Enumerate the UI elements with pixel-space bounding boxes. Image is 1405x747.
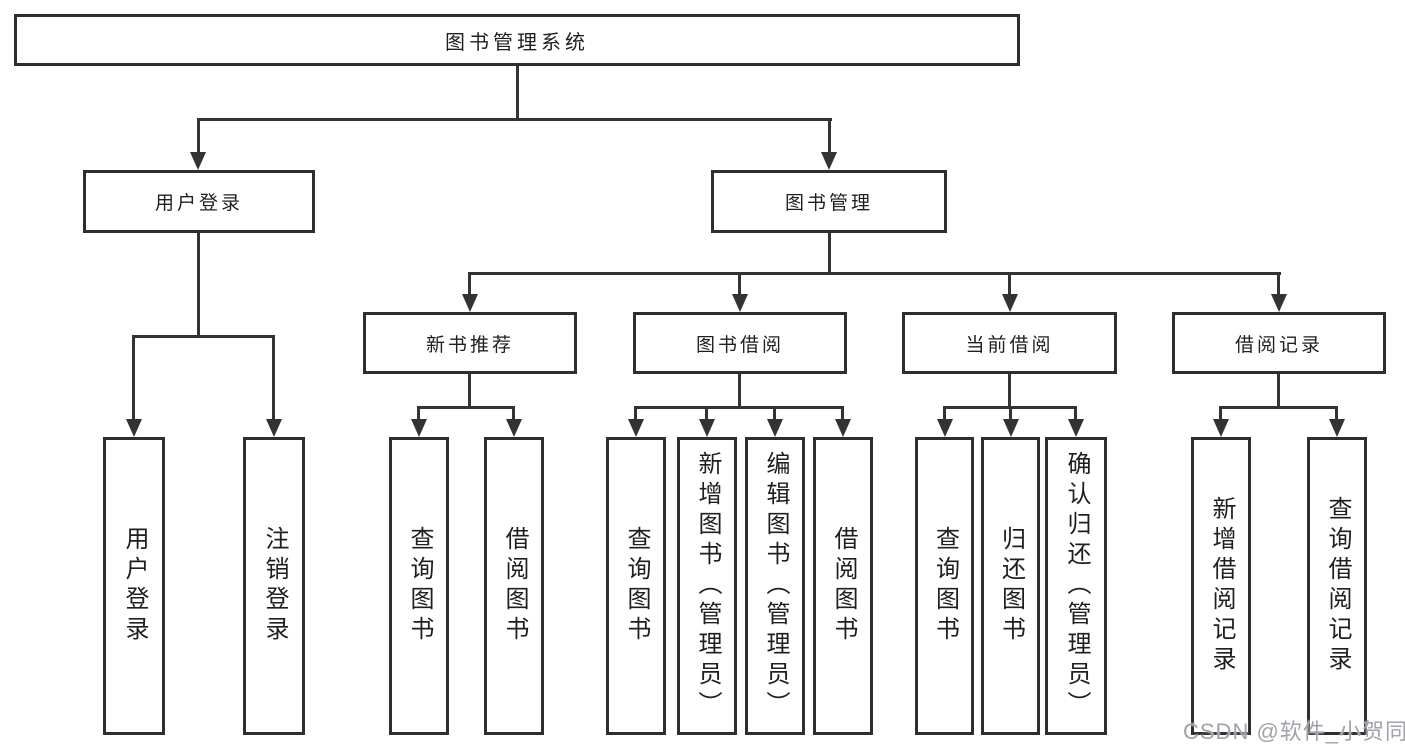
node-label: 用户登录 (121, 526, 148, 646)
arrow-down-icon (1329, 419, 1345, 437)
leaf-query-borrow-record: 查询借阅记录 (1307, 437, 1367, 735)
connector-line (417, 406, 515, 409)
connector-line (841, 409, 844, 424)
node-book-borrowing: 图书借阅 (633, 312, 847, 374)
connector-line (943, 406, 1077, 409)
node-label: 图书借阅 (695, 334, 784, 356)
arrow-down-icon (1068, 419, 1084, 437)
connector-line (828, 121, 831, 157)
leaf-confirm-return-admin: 确认归还（管理员） (1045, 437, 1107, 735)
node-label: 新增借阅记录 (1208, 496, 1235, 676)
connector-line (1219, 409, 1222, 424)
arrow-down-icon (266, 419, 282, 437)
connector-line (773, 409, 776, 424)
node-label: 图书管理 (784, 193, 873, 214)
connector-line (197, 121, 200, 157)
node-current-borrowing: 当前借阅 (902, 312, 1117, 374)
connector-line (1074, 409, 1077, 424)
node-label: 借阅记录 (1234, 334, 1323, 356)
leaf-add-books-admin: 新增图书（管理员） (677, 437, 737, 735)
arrow-down-icon (126, 419, 142, 437)
connector-line (516, 66, 519, 120)
connector-line (272, 338, 275, 424)
arrow-down-icon (732, 294, 748, 312)
arrow-down-icon (628, 419, 644, 437)
leaf-add-borrow-record: 新增借阅记录 (1191, 437, 1251, 735)
connector-line (1277, 374, 1280, 409)
connector-line (634, 409, 637, 424)
node-label: 查询图书 (623, 526, 650, 646)
leaf-borrow-books: 借阅图书 (813, 437, 873, 735)
arrow-down-icon (462, 294, 478, 312)
leaf-query-books-current: 查询图书 (915, 437, 974, 735)
connector-line (1009, 409, 1012, 424)
node-label: 借阅图书 (830, 526, 857, 646)
node-label: 图书管理系统 (445, 31, 589, 54)
node-label: 编辑图书（管理员） (762, 451, 789, 721)
arrow-down-icon (1271, 294, 1287, 312)
node-label: 当前借阅 (965, 334, 1054, 356)
connector-line (943, 409, 946, 424)
connector-line (468, 272, 1281, 275)
connector-line (132, 338, 135, 424)
connector-line (634, 406, 844, 409)
arrow-down-icon (1003, 419, 1019, 437)
node-label: 查询图书 (931, 526, 959, 646)
connector-line (512, 409, 515, 424)
leaf-borrow-books-recommend: 借阅图书 (484, 437, 544, 735)
connector-line (197, 118, 832, 121)
node-label: 查询图书 (406, 526, 433, 646)
node-library-management-system: 图书管理系统 (14, 14, 1020, 66)
connector-line (1008, 275, 1011, 297)
node-borrowing-records: 借阅记录 (1172, 312, 1386, 374)
csdn-watermark: CSDN @软件_小贺同学 (1183, 719, 1405, 744)
connector-line (1335, 409, 1338, 424)
node-label: 借阅图书 (501, 526, 528, 646)
leaf-query-books-recommend: 查询图书 (389, 437, 449, 735)
arrow-down-icon (821, 152, 837, 170)
connector-line (468, 374, 471, 409)
arrow-down-icon (411, 419, 427, 437)
connector-line (705, 409, 708, 424)
node-label: 归还图书 (997, 526, 1025, 646)
arrow-down-icon (699, 419, 715, 437)
connector-line (738, 275, 741, 297)
connector-line (417, 409, 420, 424)
connector-line (468, 275, 471, 297)
connector-line (1008, 374, 1011, 409)
arrow-down-icon (190, 152, 206, 170)
leaf-user-login: 用户登录 (103, 437, 165, 735)
node-label: 查询借阅记录 (1324, 496, 1351, 676)
connector-line (197, 233, 200, 338)
node-label: 新增图书（管理员） (694, 451, 721, 721)
node-book-management: 图书管理 (711, 170, 947, 233)
node-label: 用户登录 (154, 193, 243, 214)
node-new-book-recommendation: 新书推荐 (363, 312, 577, 374)
arrow-down-icon (767, 419, 783, 437)
connector-line (828, 233, 831, 275)
arrow-down-icon (506, 419, 522, 437)
leaf-edit-books-admin: 编辑图书（管理员） (745, 437, 805, 735)
node-label: 新书推荐 (425, 334, 514, 356)
leaf-logout: 注销登录 (243, 437, 305, 735)
node-user-login: 用户登录 (83, 170, 315, 233)
leaf-return-books: 归还图书 (981, 437, 1040, 735)
node-label: 注销登录 (261, 526, 288, 646)
arrow-down-icon (835, 419, 851, 437)
arrow-down-icon (1213, 419, 1229, 437)
node-label: 确认归还（管理员） (1063, 451, 1090, 721)
arrow-down-icon (937, 419, 953, 437)
arrow-down-icon (1002, 294, 1018, 312)
connector-line (1277, 275, 1280, 297)
leaf-query-books-borrow: 查询图书 (606, 437, 666, 735)
connector-line (738, 374, 741, 409)
connector-line (132, 335, 275, 338)
connector-line (1219, 406, 1338, 409)
